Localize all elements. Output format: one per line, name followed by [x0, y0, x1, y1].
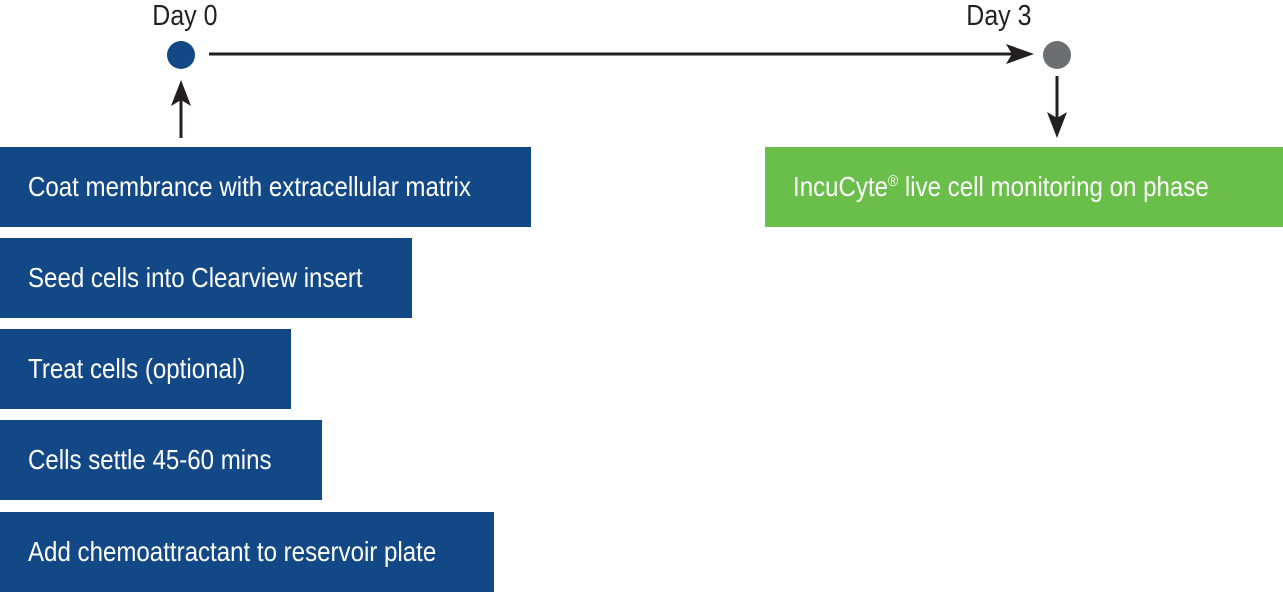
step-incucyte-monitoring: IncuCyte® live cell monitoring on phase [765, 147, 1283, 227]
day-0-label: Day 0 [152, 0, 218, 32]
step-treat-cells: Treat cells (optional) [0, 329, 291, 409]
up-arrow [171, 80, 191, 138]
down-arrow [1047, 76, 1067, 138]
timeline-arrow [209, 44, 1034, 64]
day-0-dot [167, 41, 195, 69]
step-label: Treat cells (optional) [28, 353, 246, 384]
step-coat-membrane: Coat membrance with extracellular matrix [0, 147, 531, 227]
step-label: Add chemoattractant to reservoir plate [28, 536, 437, 567]
step-label: IncuCyte® live cell monitoring on phase [793, 171, 1209, 203]
step-label: Coat membrance with extracellular matrix [28, 171, 471, 202]
step-description: live cell monitoring on phase [898, 171, 1209, 202]
day-3-label: Day 3 [966, 0, 1032, 32]
step-label: Cells settle 45-60 mins [28, 444, 272, 475]
step-cells-settle: Cells settle 45-60 mins [0, 420, 322, 500]
brand-name: IncuCyte [793, 171, 889, 202]
step-label: Seed cells into Clearview insert [28, 262, 363, 293]
step-seed-cells: Seed cells into Clearview insert [0, 238, 412, 318]
step-add-chemoattractant: Add chemoattractant to reservoir plate [0, 512, 494, 592]
registered-mark: ® [888, 173, 899, 190]
day-3-dot [1043, 41, 1071, 69]
